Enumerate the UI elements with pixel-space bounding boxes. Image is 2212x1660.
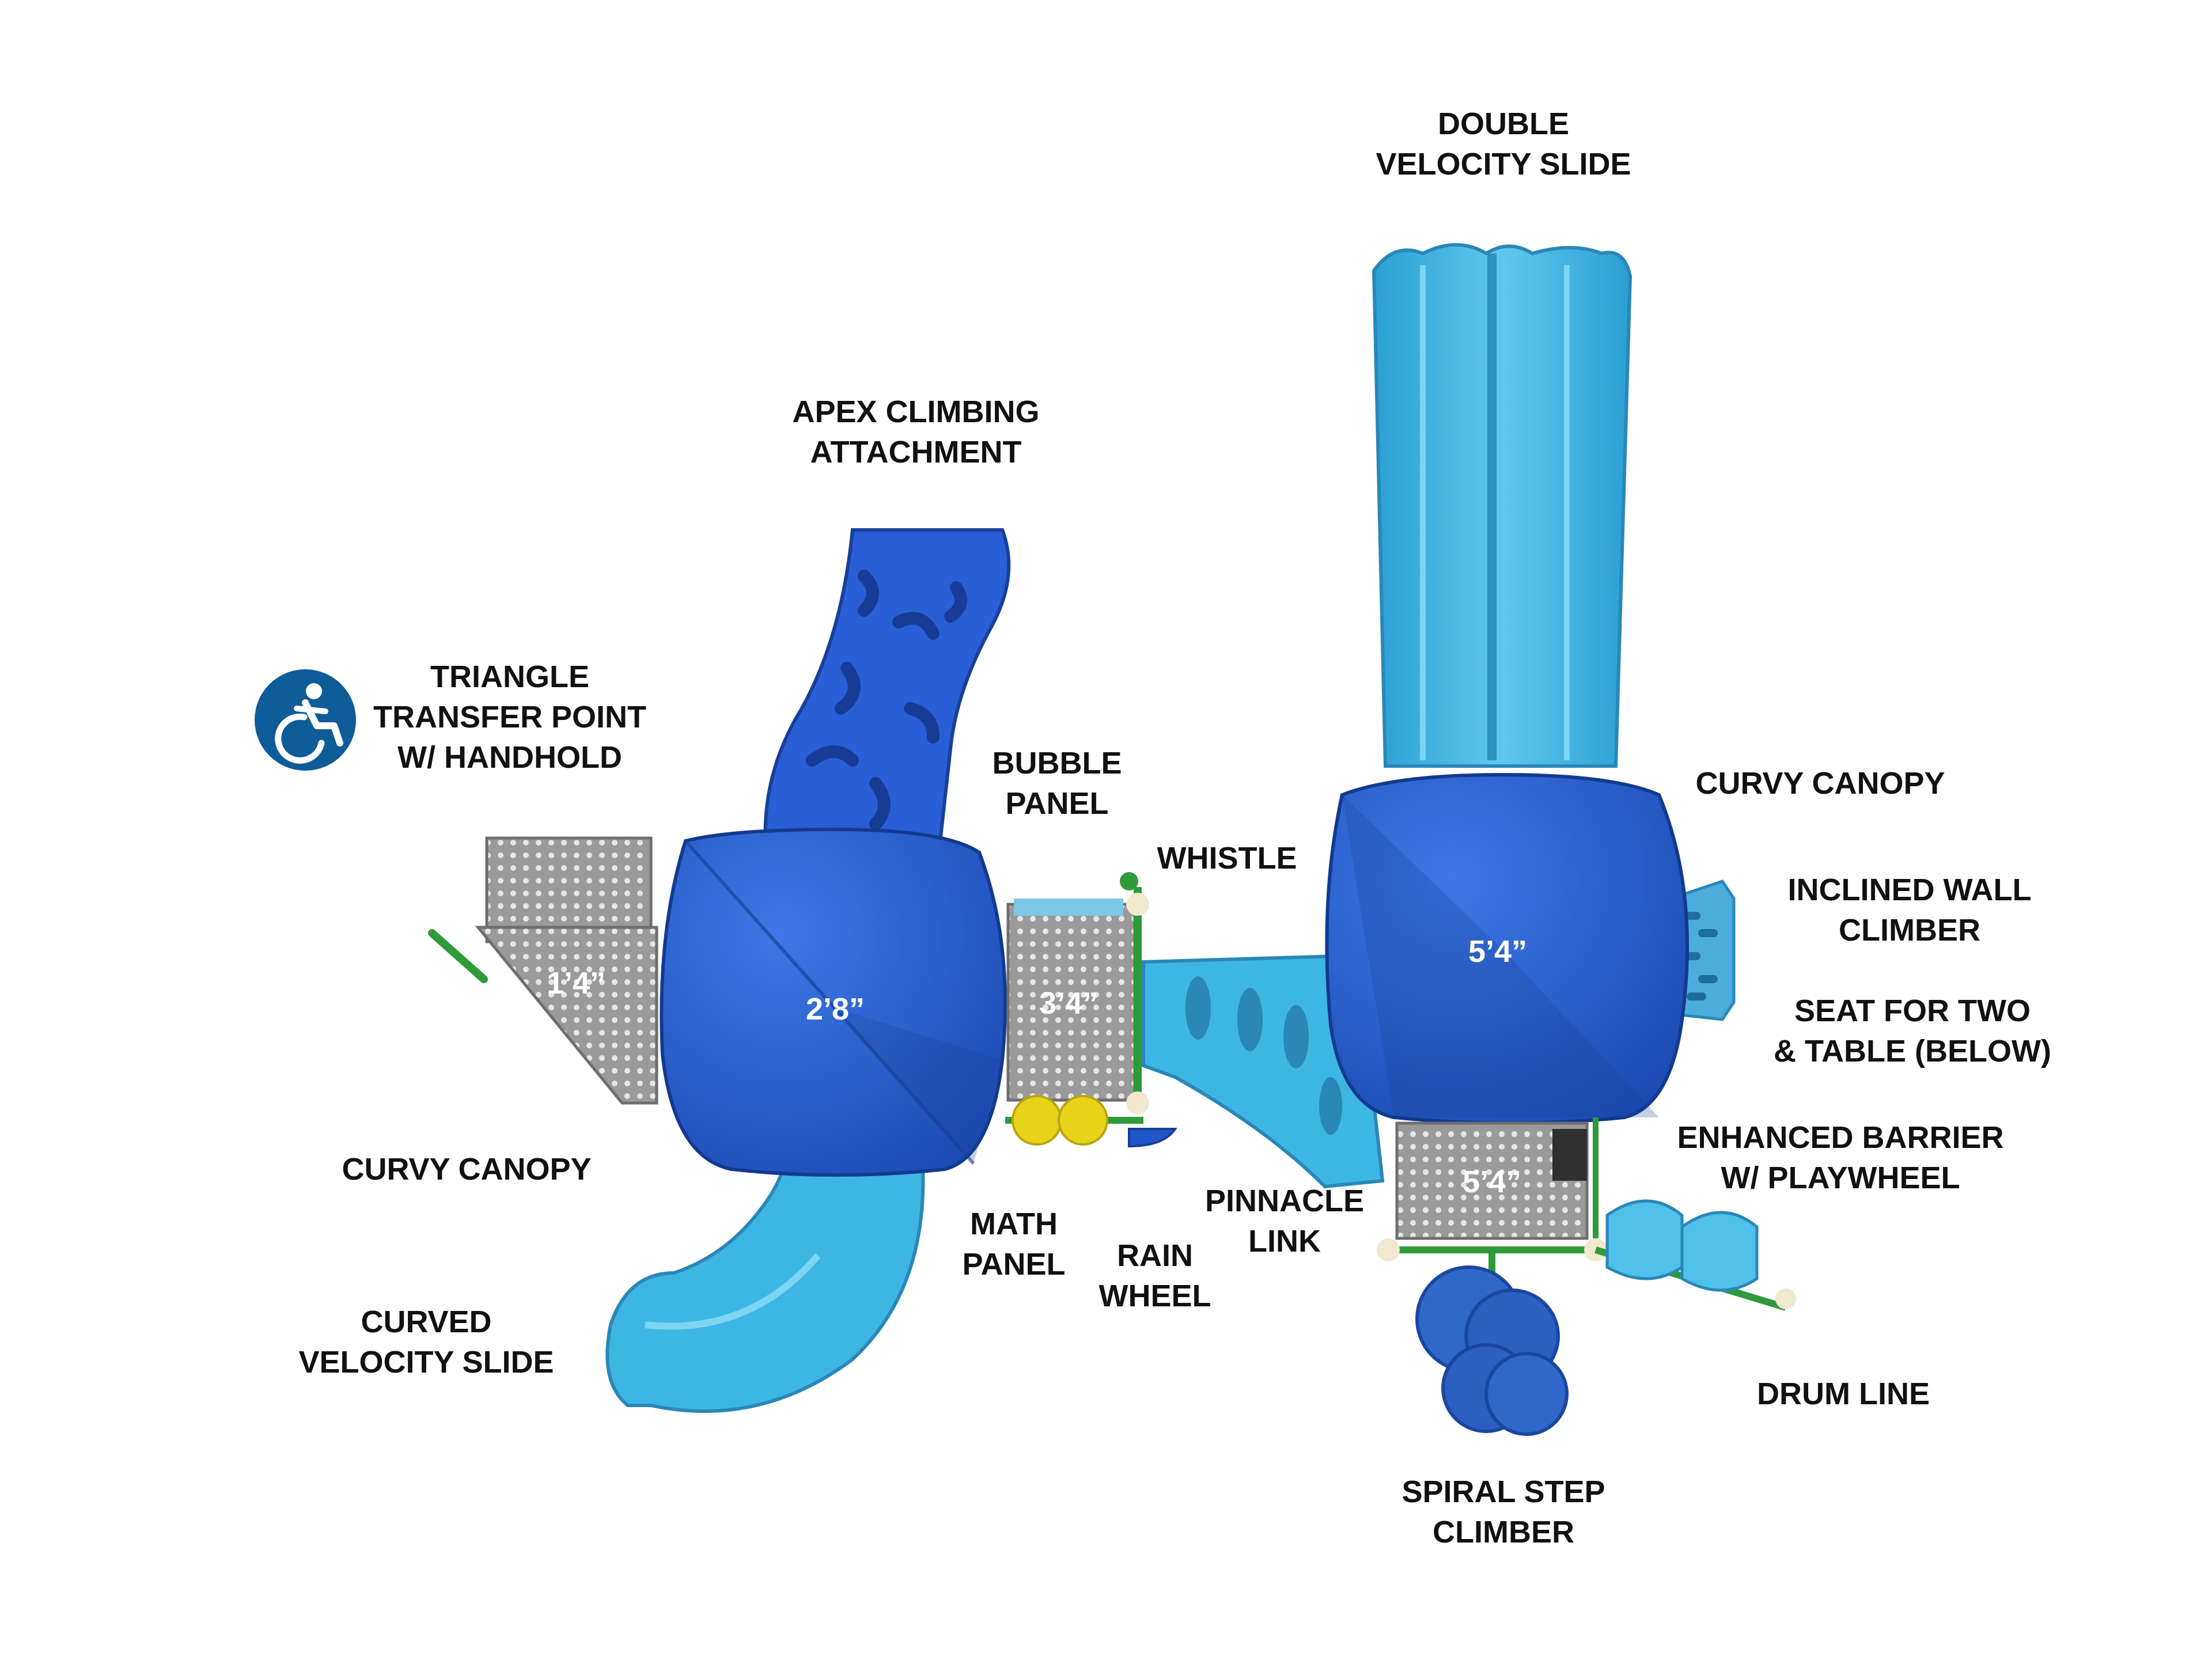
height-transfer: 1’4” <box>547 966 605 1000</box>
label-curvy-canopy-left: CURVY CANOPY <box>342 1152 592 1187</box>
triangle-transfer-point <box>428 836 658 1105</box>
height-right-deck: 5’4” <box>1468 934 1527 969</box>
label-whistle: WHISTLE <box>1157 841 1297 876</box>
wheelchair-accessible-icon <box>255 669 356 771</box>
apex-climbing-attachment <box>763 528 1011 854</box>
drum-line <box>1594 1199 1796 1311</box>
lower-deck <box>1377 1117 1607 1261</box>
bridge-deck <box>1005 872 1177 1148</box>
label-drum-line: DRUM LINE <box>1757 1377 1930 1411</box>
height-lower-deck: 5’4” <box>1463 1165 1521 1199</box>
left-canopy-deck <box>660 827 1007 1177</box>
pinnacle-link <box>1142 954 1385 1189</box>
double-velocity-slide <box>1372 243 1633 768</box>
height-bridge-deck: 3’4” <box>1039 986 1098 1021</box>
height-left-deck: 2’8” <box>806 992 865 1026</box>
spiral-step-climber <box>1415 1250 1569 1436</box>
label-curvy-canopy-right: CURVY CANOPY <box>1695 766 1945 801</box>
curved-velocity-slide <box>605 1144 925 1413</box>
right-canopy-deck <box>1325 772 1689 1125</box>
label-seat-for-two: SEAT FOR TWO& TABLE (BELOW) <box>1774 994 2051 1068</box>
